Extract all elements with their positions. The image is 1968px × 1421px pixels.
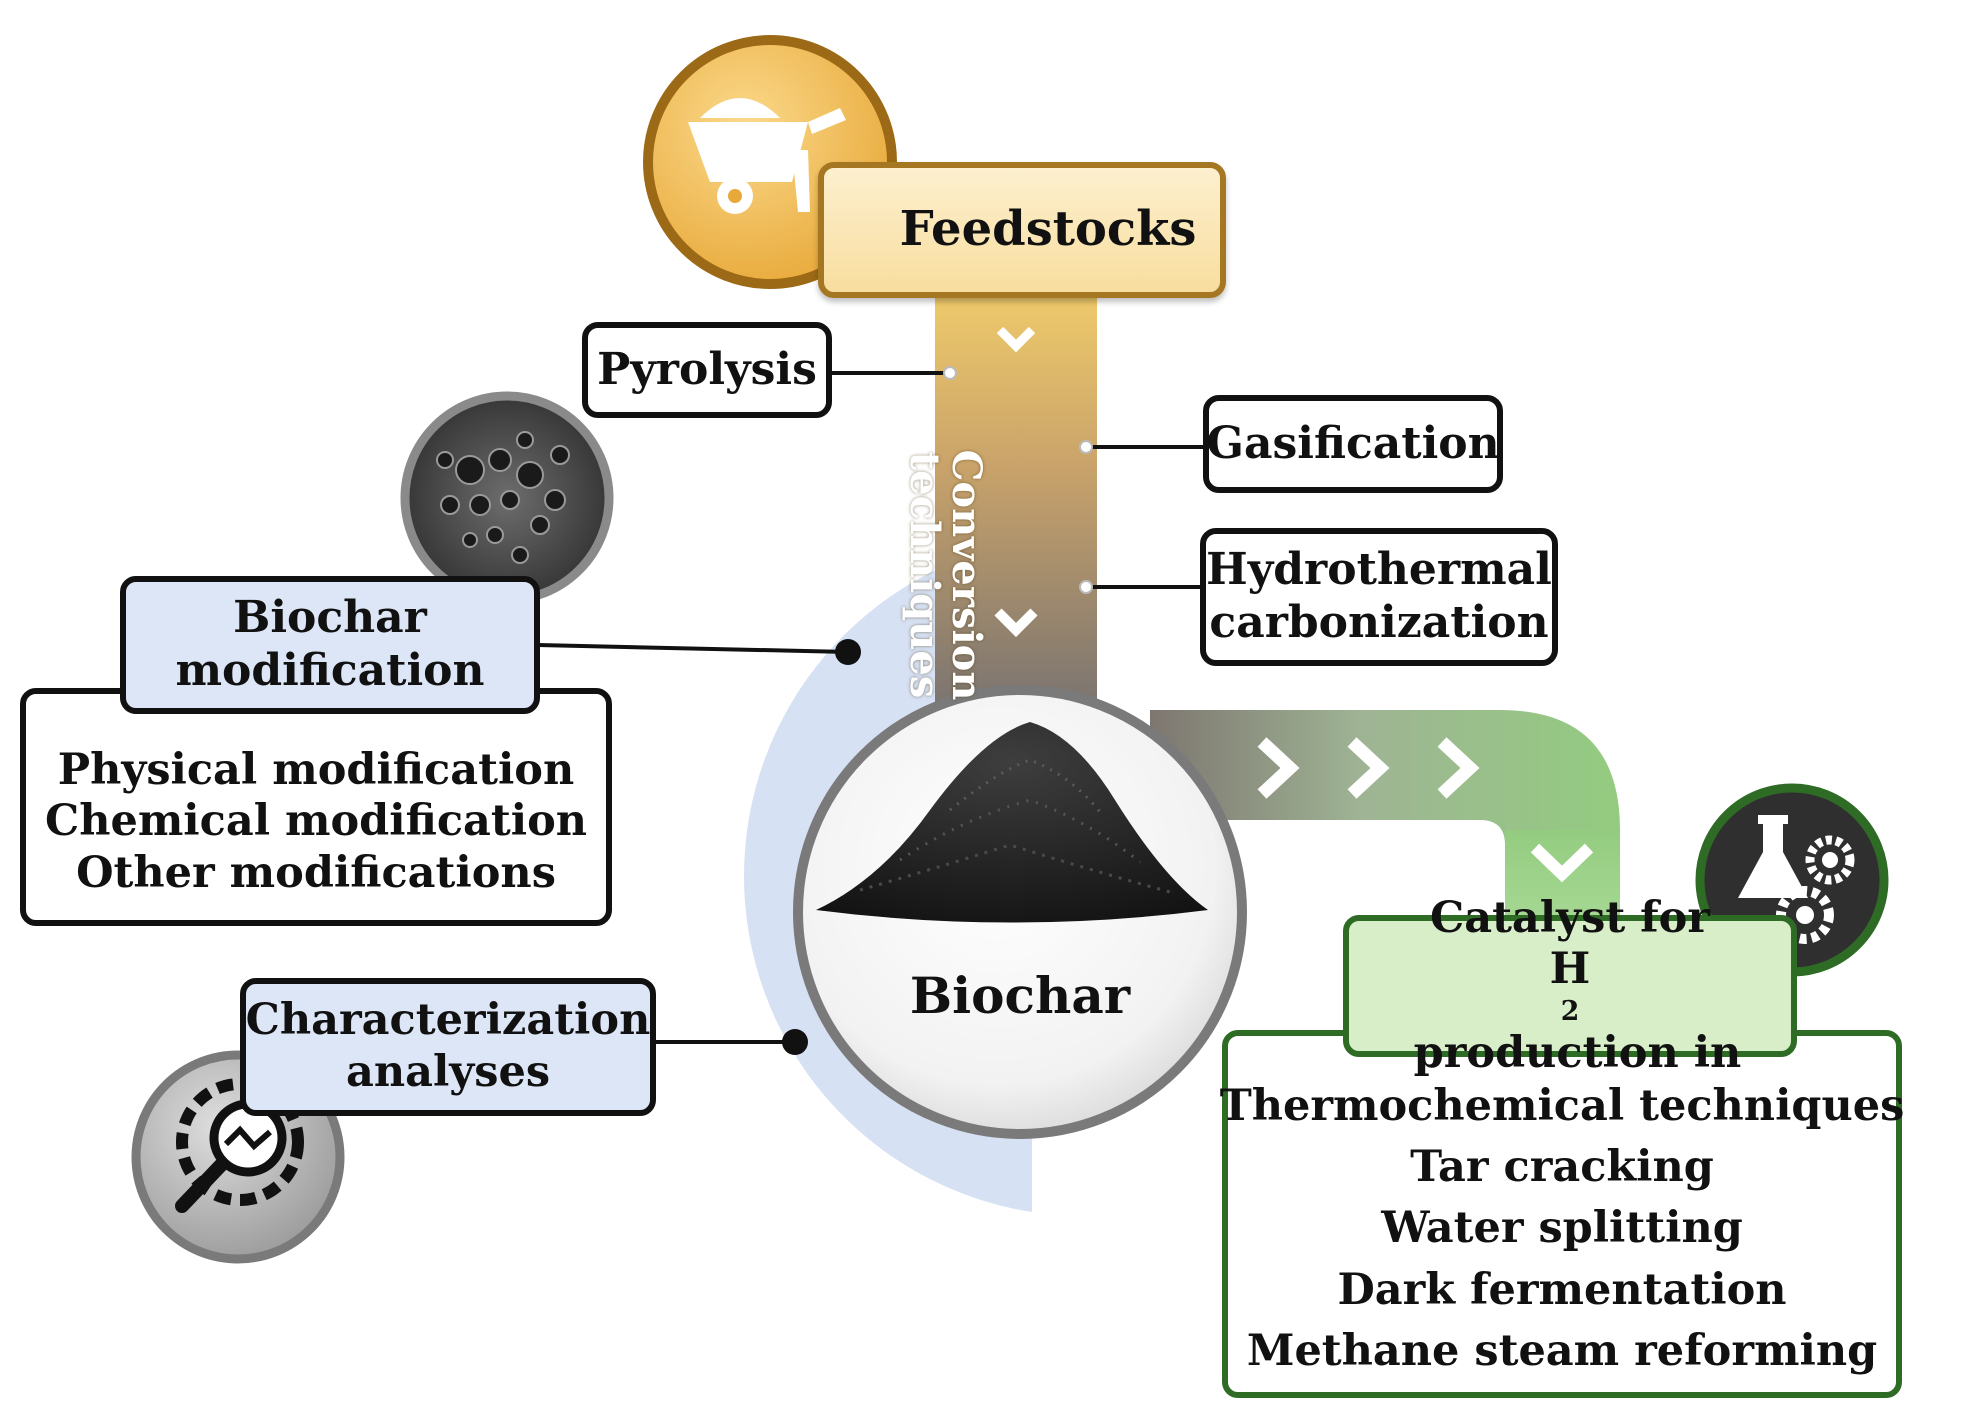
flask-gears-icon — [1738, 815, 1855, 944]
characterization-line-2: analyses — [345, 1047, 551, 1097]
list-item: Tar cracking — [1410, 1142, 1714, 1193]
h-symbol: H — [1549, 944, 1591, 995]
h-subscript: 2 — [1560, 995, 1580, 1027]
chevron-down-icon — [994, 608, 1038, 638]
catalyst-title-suffix: production in — [1398, 1027, 1742, 1078]
wheelbarrow-icon — [688, 98, 846, 214]
conversion-line-1: Conversion — [943, 449, 990, 701]
characterization-line-1: Characterization — [245, 995, 651, 1046]
biochar-modification-title: Biochar modification — [120, 576, 540, 714]
sem-micrograph-icon — [436, 431, 570, 564]
list-item: Physical modification — [57, 744, 575, 795]
biochar-pile-icon — [816, 722, 1208, 923]
list-item: Dark fermentation — [1337, 1264, 1787, 1315]
chevron-right-icon — [1257, 737, 1300, 799]
conversion-line-2: techniques — [901, 451, 948, 699]
biochar-center-label: Biochar — [909, 966, 1131, 1025]
htc-line-1: Hydrothermal — [1206, 544, 1552, 596]
pyrolysis-label: Pyrolysis — [582, 322, 832, 418]
list-item: Other modifications — [76, 847, 556, 898]
htc-line-2: carbonization — [1209, 597, 1549, 648]
modification-title-line-1: Biochar — [233, 592, 427, 644]
chevron-down-icon — [1530, 843, 1594, 883]
list-item: Methane steam reforming — [1246, 1325, 1878, 1376]
magnifier-gear-icon — [175, 1078, 304, 1213]
catalyst-applications-list: Thermochemical techniques Tar cracking W… — [1219, 1030, 1905, 1398]
chevron-right-icon — [1347, 737, 1390, 799]
list-item: Thermochemical techniques — [1219, 1081, 1905, 1132]
chevron-right-icon — [1437, 737, 1480, 799]
conversion-techniques-label: Conversion techniques — [890, 385, 1000, 765]
list-item: Chemical modification — [44, 796, 588, 847]
modification-title-line-2: modification — [175, 645, 485, 696]
gasification-label: Gasification — [1203, 395, 1503, 493]
characterization-analyses-label: Characterization analyses — [240, 978, 656, 1116]
catalyst-title-line-1: Catalyst for — [1429, 892, 1710, 943]
hydrothermal-carbonization-label: Hydrothermal carbonization — [1200, 528, 1558, 666]
feedstocks-label: Feedstocks — [818, 162, 1226, 298]
chevron-down-icon — [996, 326, 1036, 353]
list-item: Water splitting — [1381, 1203, 1743, 1254]
modification-list: Physical modification Chemical modificat… — [20, 688, 612, 926]
modification-connector — [537, 643, 849, 654]
catalyst-pathway — [1150, 710, 1620, 930]
